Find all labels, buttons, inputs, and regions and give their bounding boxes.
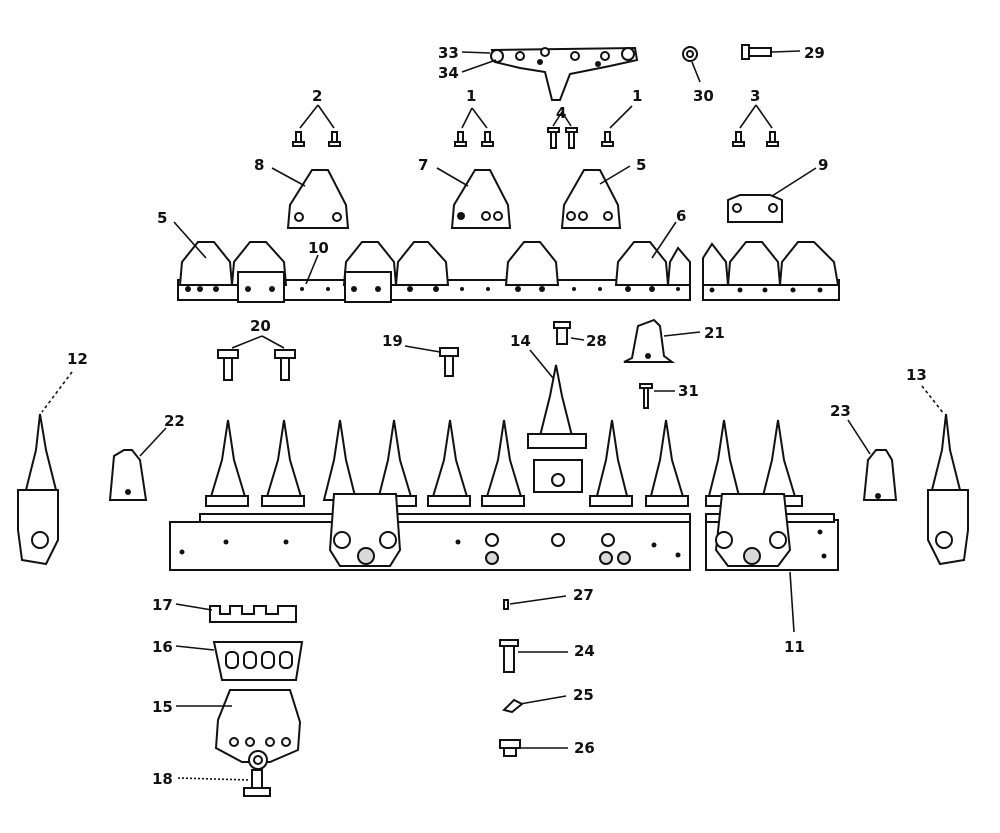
screw-part-31 xyxy=(639,383,653,409)
callout-24: 24 xyxy=(574,642,595,660)
knife-section-5-top xyxy=(560,169,622,229)
guard-part-14 xyxy=(527,364,587,493)
callout-10: 10 xyxy=(308,239,329,257)
pin-part-28 xyxy=(553,321,571,345)
callout-26: 26 xyxy=(574,739,595,757)
callout-22: 22 xyxy=(164,412,185,430)
callout-7: 7 xyxy=(418,156,428,174)
end-guard-12 xyxy=(17,413,59,566)
bolt-part-19 xyxy=(439,347,459,377)
callout-14: 14 xyxy=(510,332,531,350)
guard-plate-23 xyxy=(862,449,898,501)
callout-30: 30 xyxy=(693,87,714,105)
callout-5-left: 5 xyxy=(157,209,167,227)
callout-1-left: 1 xyxy=(466,87,476,105)
bolt-set-20 xyxy=(217,349,296,381)
bolt-part-24 xyxy=(499,639,519,673)
rivet-set-3 xyxy=(732,131,779,147)
callout-11: 11 xyxy=(784,638,805,656)
knife-head-holder-15 xyxy=(214,689,302,770)
nut-part-26 xyxy=(499,739,521,757)
guard-plate-22 xyxy=(108,449,148,501)
callout-29: 29 xyxy=(804,44,825,62)
callout-27: 27 xyxy=(573,586,594,604)
callout-20: 20 xyxy=(250,317,271,335)
callout-23: 23 xyxy=(830,402,851,420)
callout-34: 34 xyxy=(438,64,459,82)
end-guard-13 xyxy=(927,413,969,566)
callout-5-top: 5 xyxy=(636,156,646,174)
callout-16: 16 xyxy=(152,638,173,656)
guard-row xyxy=(205,419,803,507)
callout-31: 31 xyxy=(678,382,699,400)
assembled-knife-left xyxy=(177,241,691,303)
callout-25: 25 xyxy=(573,686,594,704)
cutter-bar-11 xyxy=(169,513,839,571)
callout-13: 13 xyxy=(906,366,927,384)
nut-part xyxy=(682,46,698,62)
callout-2: 2 xyxy=(312,87,322,105)
callout-1-right: 1 xyxy=(632,87,642,105)
hold-down-clip-21 xyxy=(623,318,675,363)
callout-17: 17 xyxy=(152,596,173,614)
knife-section-8 xyxy=(286,169,350,229)
wear-plate-16 xyxy=(212,641,304,681)
callout-15: 15 xyxy=(152,698,173,716)
knife-section-7 xyxy=(450,169,512,229)
rivet-part-1-right xyxy=(601,131,614,147)
callout-18: 18 xyxy=(152,770,173,788)
callout-9: 9 xyxy=(818,156,828,174)
knife-holder-left xyxy=(328,493,402,567)
knife-holder-right xyxy=(714,493,792,567)
callout-6: 6 xyxy=(676,207,686,225)
knife-head-part xyxy=(490,46,639,101)
rivet-set-2 xyxy=(292,131,341,147)
wear-plate-17 xyxy=(209,605,297,623)
rivet-set-1-left xyxy=(454,131,494,147)
callout-28: 28 xyxy=(586,332,607,350)
callout-8: 8 xyxy=(254,156,264,174)
callout-3: 3 xyxy=(750,87,760,105)
washer-part-25 xyxy=(502,698,524,714)
pin-part-27 xyxy=(503,599,509,610)
knife-section-9 xyxy=(727,194,783,223)
callout-33: 33 xyxy=(438,44,459,62)
assembled-knife-right xyxy=(702,241,840,301)
callout-19: 19 xyxy=(382,332,403,350)
rivet-set-4 xyxy=(547,127,578,149)
callout-4: 4 xyxy=(556,104,566,122)
bolt-part-18 xyxy=(243,769,271,797)
bolt-part xyxy=(741,44,772,60)
callout-21: 21 xyxy=(704,324,725,342)
callout-12: 12 xyxy=(67,350,88,368)
